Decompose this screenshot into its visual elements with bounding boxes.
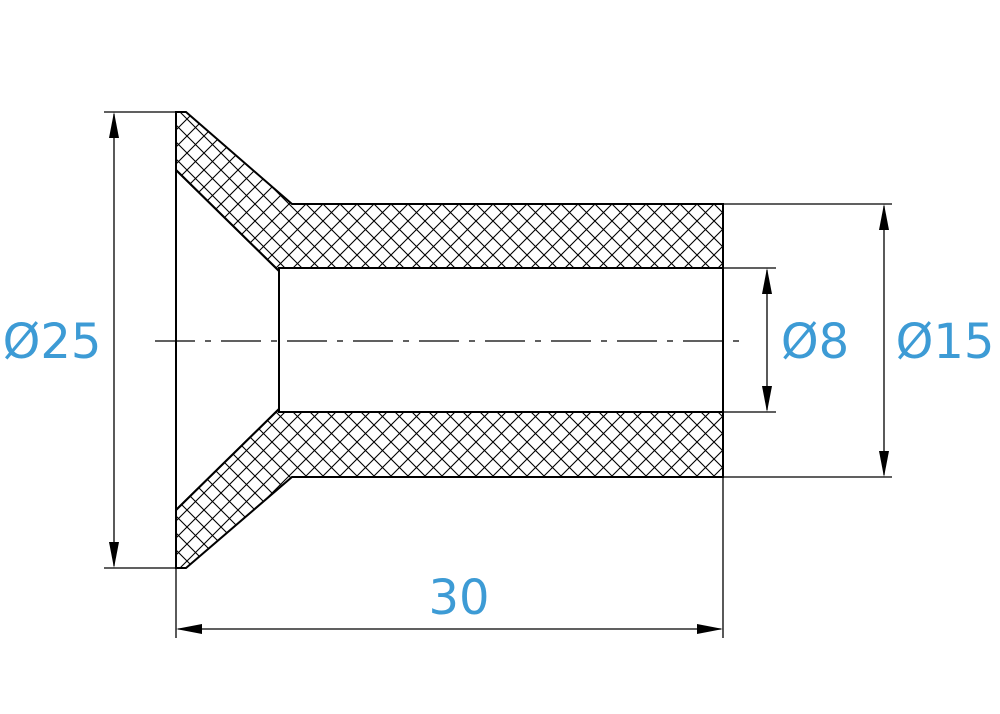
arrowhead-icon xyxy=(879,204,889,230)
dimension-label-overall-length: 30 xyxy=(428,570,489,626)
arrowhead-icon xyxy=(176,624,202,634)
arrowhead-icon xyxy=(697,624,723,634)
dimension-label-bore-diameter: Ø8 xyxy=(781,314,849,370)
arrowhead-icon xyxy=(109,112,119,138)
dimension-label-body-diameter: Ø15 xyxy=(896,314,995,370)
section-hatch-lower xyxy=(175,406,724,569)
dimension-outer-diameter xyxy=(104,111,186,569)
dimension-bore-diameter xyxy=(723,267,776,413)
section-hatch-upper xyxy=(175,111,724,274)
arrowhead-icon xyxy=(109,542,119,568)
arrowhead-icon xyxy=(762,386,772,412)
arrowhead-icon xyxy=(762,268,772,294)
part-outline xyxy=(175,112,724,568)
dimension-label-outer-diameter: Ø25 xyxy=(3,314,102,370)
dimension-body-diameter xyxy=(723,203,892,478)
dimension-overall-length xyxy=(175,477,724,638)
arrowhead-icon xyxy=(879,451,889,477)
